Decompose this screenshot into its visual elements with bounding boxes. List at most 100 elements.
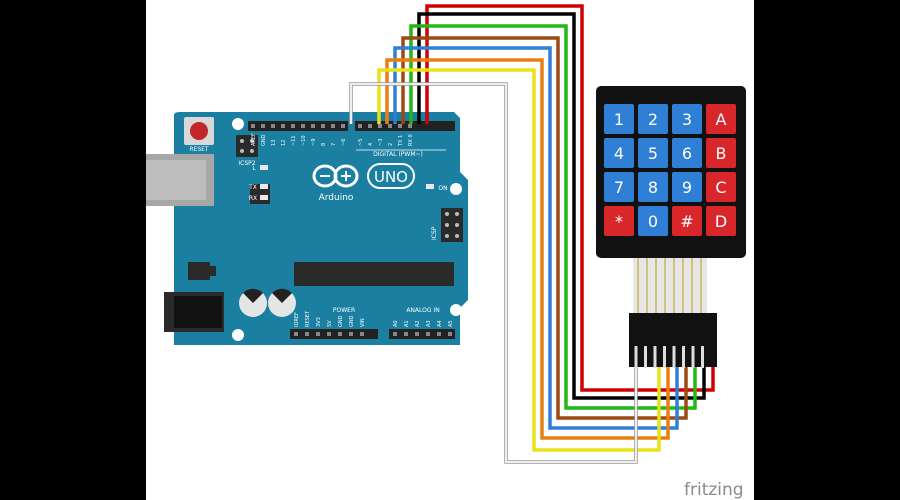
header-pin (341, 124, 345, 128)
pin-label: ~9 (311, 139, 317, 146)
key-label: 7 (614, 178, 624, 197)
pin-label: 13 (271, 140, 277, 146)
key-label: 3 (682, 110, 692, 129)
header-pin (251, 124, 255, 128)
key-D (706, 206, 736, 236)
pin-label: RESET (305, 310, 311, 327)
key-5 (638, 138, 668, 168)
jumper-wires (349, 4, 715, 464)
header-pin (311, 124, 315, 128)
header-pin (415, 332, 419, 336)
header-pin (368, 124, 372, 128)
jumper-wire-core (350, 83, 637, 463)
board-pcb (174, 112, 468, 345)
key-label: B (716, 144, 727, 163)
jumper-wire (409, 24, 697, 410)
pin-label: A1 (404, 320, 410, 327)
header-pin (358, 124, 362, 128)
header-pin (294, 332, 298, 336)
digital-header-right (355, 121, 455, 131)
connector-pin (701, 346, 704, 368)
key-B (706, 138, 736, 168)
analog-header (389, 329, 455, 339)
header-pin (291, 124, 295, 128)
key-3 (672, 104, 702, 134)
header-pin (301, 124, 305, 128)
key-label: # (680, 212, 693, 231)
tx-label: TX (248, 184, 257, 191)
power-header (290, 329, 378, 339)
pin-label: 5V (327, 320, 333, 327)
connector-pin (644, 346, 647, 368)
pin-label: ~3 (378, 139, 384, 146)
header-pin (271, 124, 275, 128)
header-pin (398, 124, 402, 128)
pin-label: ~11 (291, 135, 297, 146)
pin-label: ~10 (301, 135, 307, 146)
pin-label: 4 (368, 143, 374, 146)
icsp-label: ICSP (431, 226, 438, 240)
key-label: 0 (648, 212, 658, 231)
brand-label: Arduino (319, 193, 354, 203)
key-9 (672, 172, 702, 202)
pin-label: IOREF (294, 312, 300, 327)
header-pin (327, 332, 331, 336)
header-pin (316, 332, 320, 336)
mount-hole (450, 183, 462, 195)
pin-label: ~6 (341, 139, 347, 146)
key-label: 2 (648, 110, 658, 129)
digital-pin-row (251, 124, 412, 128)
header-pin (331, 124, 335, 128)
jumper-wire (401, 36, 688, 420)
key-label: 1 (614, 110, 624, 129)
header-pin (426, 332, 430, 336)
key-label: * (615, 212, 623, 231)
key-# (672, 206, 702, 236)
bottom-pin-row (294, 332, 452, 336)
header-pin (338, 332, 342, 336)
icsp2-header: ICSP2 (236, 135, 258, 167)
pin-label: A5 (448, 320, 454, 327)
key-6 (672, 138, 702, 168)
reset-label: RESET (189, 146, 209, 153)
connector-pin (672, 346, 676, 368)
connector-pin (653, 346, 657, 368)
capacitors (239, 288, 296, 317)
connector-pin (663, 346, 666, 368)
l-label: L (252, 165, 256, 172)
key-label: A (716, 110, 727, 129)
pin-label: 12 (281, 140, 287, 146)
pin-label: 3V3 (316, 317, 322, 327)
on-label: ON (438, 185, 447, 192)
header-pin (349, 332, 353, 336)
key-C (706, 172, 736, 202)
key-label: 4 (614, 144, 624, 163)
pin-label: RX 0 (408, 134, 414, 146)
key-label: 5 (648, 144, 658, 163)
analog-label: ANALOG IN (406, 307, 439, 314)
keypad-ribbon (633, 258, 707, 318)
key-4 (604, 138, 634, 168)
key-* (604, 206, 634, 236)
jumper-wire (377, 68, 661, 452)
header-pin (404, 332, 408, 336)
digital-label: DIGITAL (PWM~) (373, 151, 423, 158)
key-label: 8 (648, 178, 658, 197)
mount-hole (450, 304, 462, 316)
mount-hole (232, 329, 244, 341)
header-pin (321, 124, 325, 128)
key-label: C (715, 178, 726, 197)
uno-label: UNO (374, 168, 408, 186)
voltage-regulator (188, 262, 210, 280)
pin-label: AREF (251, 133, 257, 146)
header-pin (408, 124, 412, 128)
pin-label: VIN (360, 318, 366, 327)
fritzing-logo: fritzing (684, 480, 744, 500)
